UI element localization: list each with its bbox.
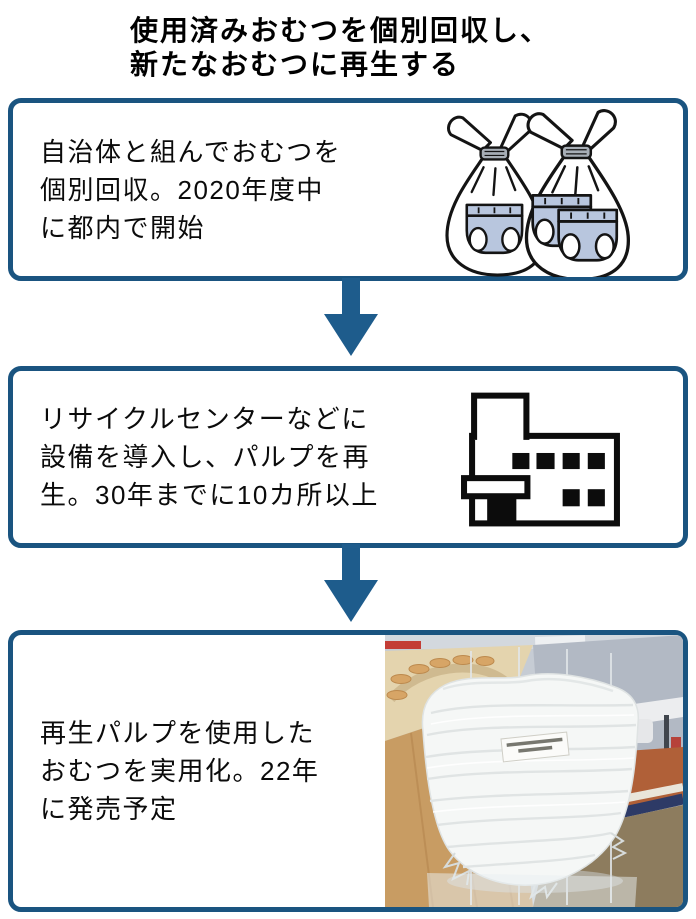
diaper-bags-illustration xyxy=(445,108,631,277)
step-box-recycle-center: リサイクルセンターなどに 設備を導入し、パルプを再 生。30年までに10カ所以上 xyxy=(8,366,688,548)
step-recycle-text: リサイクルセンターなどに 設備を導入し、パルプを再 生。30年までに10カ所以上 xyxy=(40,400,379,514)
text-line: 生。30年までに10カ所以上 xyxy=(40,480,379,510)
diaper-label xyxy=(500,731,570,763)
title-line-1: 使用済みおむつを個別回収し、 xyxy=(130,15,551,46)
text-line: 個別回収。2020年度中 xyxy=(40,174,324,205)
text-line: リサイクルセンターなどに xyxy=(40,404,369,434)
wooden-discs xyxy=(386,655,495,700)
text-line: おむつを実用化。22年 xyxy=(40,756,320,786)
text-line: 再生パルプを使用した xyxy=(40,718,316,748)
building-awning xyxy=(461,475,531,500)
text-line: に都内で開始 xyxy=(40,212,206,243)
text-line: 自治体と組んでおむつを xyxy=(40,136,342,167)
step-box-collect: 自治体と組んでおむつを 個別回収。2020年度中 に都内で開始 xyxy=(8,98,688,281)
title-line-2: 新たなおむつに再生する xyxy=(130,49,461,80)
text-line: 設備を導入し、パルプを再 xyxy=(40,442,371,472)
recycled-diaper-photo xyxy=(385,635,683,907)
step-product-text: 再生パルプを使用した おむつを実用化。22年 に発売予定 xyxy=(40,714,319,828)
recycle-center-building-icon xyxy=(461,392,620,527)
down-arrow-icon xyxy=(323,544,379,622)
page-title: 使用済みおむつを個別回収し、 新たなおむつに再生する xyxy=(130,14,550,82)
text-line: に発売予定 xyxy=(40,794,178,824)
step-box-new-product: 再生パルプを使用した おむつを実用化。22年 に発売予定 xyxy=(8,630,688,912)
building-windows xyxy=(512,452,605,507)
diaper-bag-right xyxy=(524,108,631,277)
down-arrow-icon xyxy=(323,278,379,356)
step-collect-text: 自治体と組んでおむつを 個別回収。2020年度中 に都内で開始 xyxy=(40,133,341,247)
